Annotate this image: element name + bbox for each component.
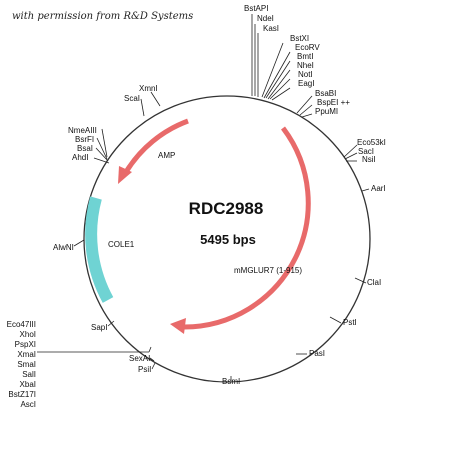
site-label-xhoi: XhoI (20, 330, 36, 339)
site-label-bstapi: BstAPI (244, 4, 268, 13)
site-label-sexai: SexAI (129, 354, 150, 363)
site-leader-lines (37, 14, 370, 381)
site-label-pasi: PasI (309, 349, 325, 358)
site-label-bstz17i: BstZ17I (8, 390, 36, 399)
site-label-sali: SalI (22, 370, 36, 379)
site-label-xmai: XmaI (17, 350, 36, 359)
site-label-psii: PsiI (138, 365, 151, 374)
site-label-asci: AscI (20, 400, 36, 409)
site-label-saci: SacI (358, 147, 374, 156)
site-labels: BstAPI NdeI KasI BstXI EcoRV BmtI NheI N… (7, 4, 386, 409)
site-label-noti: NotI (298, 70, 313, 79)
site-label-alwni: AlwNI (53, 243, 74, 252)
site-label-eco53ki: Eco53kI (357, 138, 386, 147)
site-label-ahdi: AhdI (72, 153, 88, 162)
plasmid-name: RDC2988 (189, 199, 264, 218)
amp-arrow (123, 118, 189, 174)
feature-label-cole1: COLE1 (108, 240, 135, 249)
site-label-sapi: SapI (91, 323, 107, 332)
site-label-eagi: EagI (298, 79, 314, 88)
site-label-bmti: BmtI (297, 52, 313, 61)
feature-label-mmglur7: mMGLUR7 (1-915) (234, 266, 302, 275)
site-label-ecorv: EcoRV (295, 43, 320, 52)
site-label-eco47iii: Eco47III (7, 320, 36, 329)
site-label-bspei: BspEI ++ (317, 98, 350, 107)
site-label-smai: SmaI (17, 360, 36, 369)
credit-text: with permission from R&D Systems (12, 11, 193, 22)
mmglur7-arrow-head (170, 318, 186, 334)
site-label-scai: ScaI (124, 94, 140, 103)
site-label-ppumi: PpuMI (315, 107, 338, 116)
site-label-xbai: XbaI (20, 380, 36, 389)
site-label-kasi: KasI (263, 24, 279, 33)
plasmid-size: 5495 bps (200, 232, 256, 247)
backbone-ring (83, 95, 371, 383)
site-label-bsabi: BsaBI (315, 89, 336, 98)
site-label-nmeaiii: NmeAIII (68, 126, 97, 135)
site-label-nsii: NsiI (362, 155, 376, 164)
site-label-bsai: BsaI (77, 144, 93, 153)
site-label-bstxi: BstXI (290, 34, 309, 43)
mmglur7-arrow (182, 126, 311, 330)
site-label-xmni: XmnI (139, 84, 158, 93)
amp-arrow-head (118, 166, 132, 184)
site-label-bsmi: BsmI (222, 377, 240, 386)
site-label-clai: ClaI (367, 278, 381, 287)
site-label-ndei: NdeI (257, 14, 274, 23)
site-label-bsrfi: BsrFI (75, 135, 94, 144)
site-label-pspxi: PspXI (15, 340, 36, 349)
cole1-block (85, 196, 114, 303)
site-label-psti: PstI (343, 318, 357, 327)
feature-label-amp: AMP (158, 151, 175, 160)
site-label-aari: AarI (371, 184, 386, 193)
site-label-nhei: NheI (297, 61, 314, 70)
